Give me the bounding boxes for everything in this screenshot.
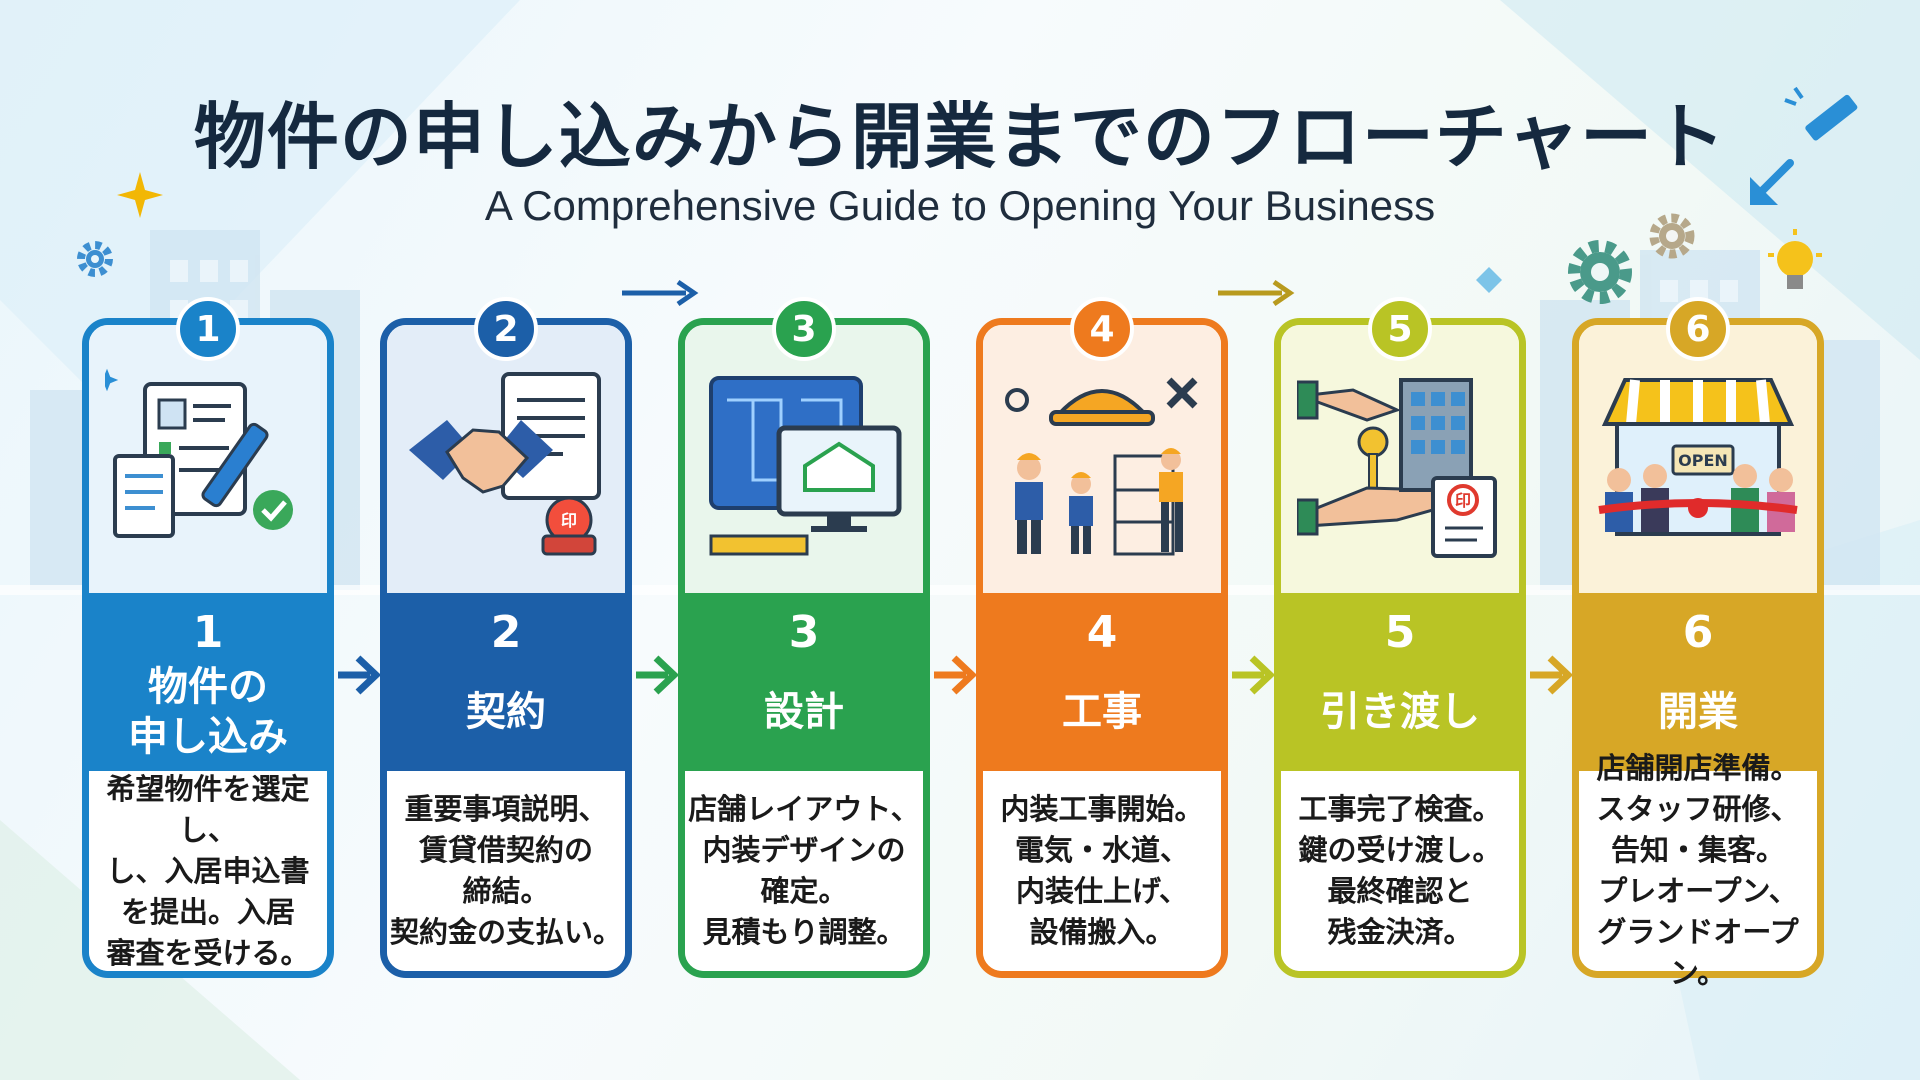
- step-card-5: 印 5 5 引き渡し 工事完了検査。 鍵の受け渡し。 最終確認と 残金決済。: [1274, 297, 1526, 978]
- step-description-box: 希望物件を選定し、 し、入居申込書 を提出。入居 審査を受ける。: [89, 771, 327, 971]
- gear-icon-large: [1568, 240, 1632, 304]
- step-number-badge: 4: [1070, 297, 1134, 361]
- seal-text: 印: [561, 511, 577, 530]
- step-number-badge: 1: [176, 297, 240, 361]
- step-number: 3: [788, 607, 820, 658]
- page-subtitle: A Comprehensive Guide to Opening Your Bu…: [484, 182, 1436, 229]
- step-description: 工事完了検査。 鍵の受け渡し。 最終確認と 残金決済。: [1298, 792, 1502, 949]
- step-name: 引き渡し: [1320, 689, 1480, 735]
- step-card-6: OPEN 6 6 開業 店舗開店準備。 スタッフ研修、 告知・集客。 プレオープ…: [1572, 297, 1824, 990]
- step-description: 希望物件を選定し、 し、入居申込書 を提出。入居 審査を受ける。: [106, 771, 310, 970]
- step-number: 4: [1086, 607, 1118, 658]
- step-description: 内装工事開始。 電気・水道、 内装仕上げ、 設備搬入。: [1000, 792, 1204, 949]
- step-illustration-area: 印: [387, 325, 625, 595]
- seal-text: 印: [1455, 491, 1471, 510]
- handshake-contract-icon: 印: [409, 372, 601, 556]
- gear-icon-small: [1649, 213, 1695, 259]
- open-sign-text: OPEN: [1678, 451, 1728, 470]
- pencil-icon: [1784, 86, 1858, 141]
- step-title-band: 4 工事: [983, 593, 1221, 771]
- step-title-band: 1 物件の 申し込み: [89, 593, 327, 771]
- step-title-band: 3 設計: [685, 593, 923, 771]
- flow-chevron-2: [636, 655, 680, 695]
- step-description-box: 内装工事開始。 電気・水道、 内装仕上げ、 設備搬入。: [983, 771, 1221, 971]
- step-description: 店舗開店準備。 スタッフ研修、 告知・集客。 プレオープン、 グランドオープン。: [1596, 751, 1800, 990]
- step-description: 店舗レイアウト、 内装デザインの 確定。 見積もり調整。: [688, 792, 920, 949]
- step-number: 6: [1682, 607, 1714, 658]
- step-number: 1: [192, 607, 224, 658]
- key-handover-icon: 印: [1297, 378, 1497, 558]
- step-number-badge: 2: [474, 297, 538, 361]
- step-illustration-area: OPEN: [1579, 325, 1817, 595]
- step-title-band: 5 引き渡し: [1281, 593, 1519, 771]
- lightbulb-icon: [1768, 229, 1822, 289]
- step-name: 設計: [764, 689, 844, 735]
- blueprint-monitor-icon: [709, 376, 902, 556]
- step-card-2: 印 2 2 契約 重要事項説明、 賃貸借契約の 締結。 契約金の支払い。: [380, 297, 632, 978]
- page-title: 物件の申し込みから開業までのフローチャート: [193, 95, 1727, 179]
- construction-workers-icon: [1005, 377, 1198, 556]
- step-number: 2: [490, 607, 522, 658]
- flow-chevron-1: [338, 655, 382, 695]
- step-description-box: 店舗開店準備。 スタッフ研修、 告知・集客。 プレオープン、 グランドオープン。: [1579, 751, 1817, 990]
- step-number: 5: [1384, 607, 1416, 658]
- arrow-down-left-icon: [1750, 159, 1794, 205]
- step-description-box: 店舗レイアウト、 内装デザインの 確定。 見積もり調整。: [685, 771, 923, 971]
- step-illustration-area: 印: [1281, 325, 1519, 595]
- step-card-4: 4 4 工事 内装工事開始。 電気・水道、 内装仕上げ、 設備搬入。: [976, 297, 1228, 978]
- step-name: 工事: [1062, 689, 1142, 735]
- gear-icon: [77, 241, 113, 277]
- flow-arrow-top-2: [1218, 279, 1295, 307]
- sparkle-icon: [117, 172, 163, 218]
- step-name: 契約: [466, 689, 546, 735]
- application-document-icon: [105, 368, 293, 538]
- flow-arrow-top-1: [622, 279, 699, 307]
- grand-opening-icon: OPEN: [1598, 378, 1798, 536]
- step-illustration-area: [983, 325, 1221, 595]
- step-name: 開業: [1658, 689, 1738, 735]
- step-number-badge: 5: [1368, 297, 1432, 361]
- step-card-3: 3 3 設計 店舗レイアウト、 内装デザインの 確定。 見積もり調整。: [678, 297, 930, 978]
- flow-chevron-3: [934, 655, 978, 695]
- step-description-box: 重要事項説明、 賃貸借契約の 締結。 契約金の支払い。: [387, 771, 625, 971]
- step-title-band: 6 開業: [1579, 593, 1817, 771]
- step-description-box: 工事完了検査。 鍵の受け渡し。 最終確認と 残金決済。: [1281, 771, 1519, 971]
- flow-chevron-5: [1530, 655, 1574, 695]
- step-description: 重要事項説明、 賃貸借契約の 締結。 契約金の支払い。: [389, 792, 622, 949]
- step-number-badge: 3: [772, 297, 836, 361]
- step-number-badge: 6: [1666, 297, 1730, 361]
- step-illustration-area: [89, 325, 327, 595]
- diamond-icon: [1476, 267, 1502, 293]
- flow-chevron-4: [1232, 655, 1276, 695]
- step-title-band: 2 契約: [387, 593, 625, 771]
- step-name: 物件の 申し込み: [128, 664, 288, 760]
- step-illustration-area: [685, 325, 923, 595]
- step-card-1: 1 1 物件の 申し込み 希望物件を選定し、 し、入居申込書 を提出。入居 審査…: [82, 297, 334, 978]
